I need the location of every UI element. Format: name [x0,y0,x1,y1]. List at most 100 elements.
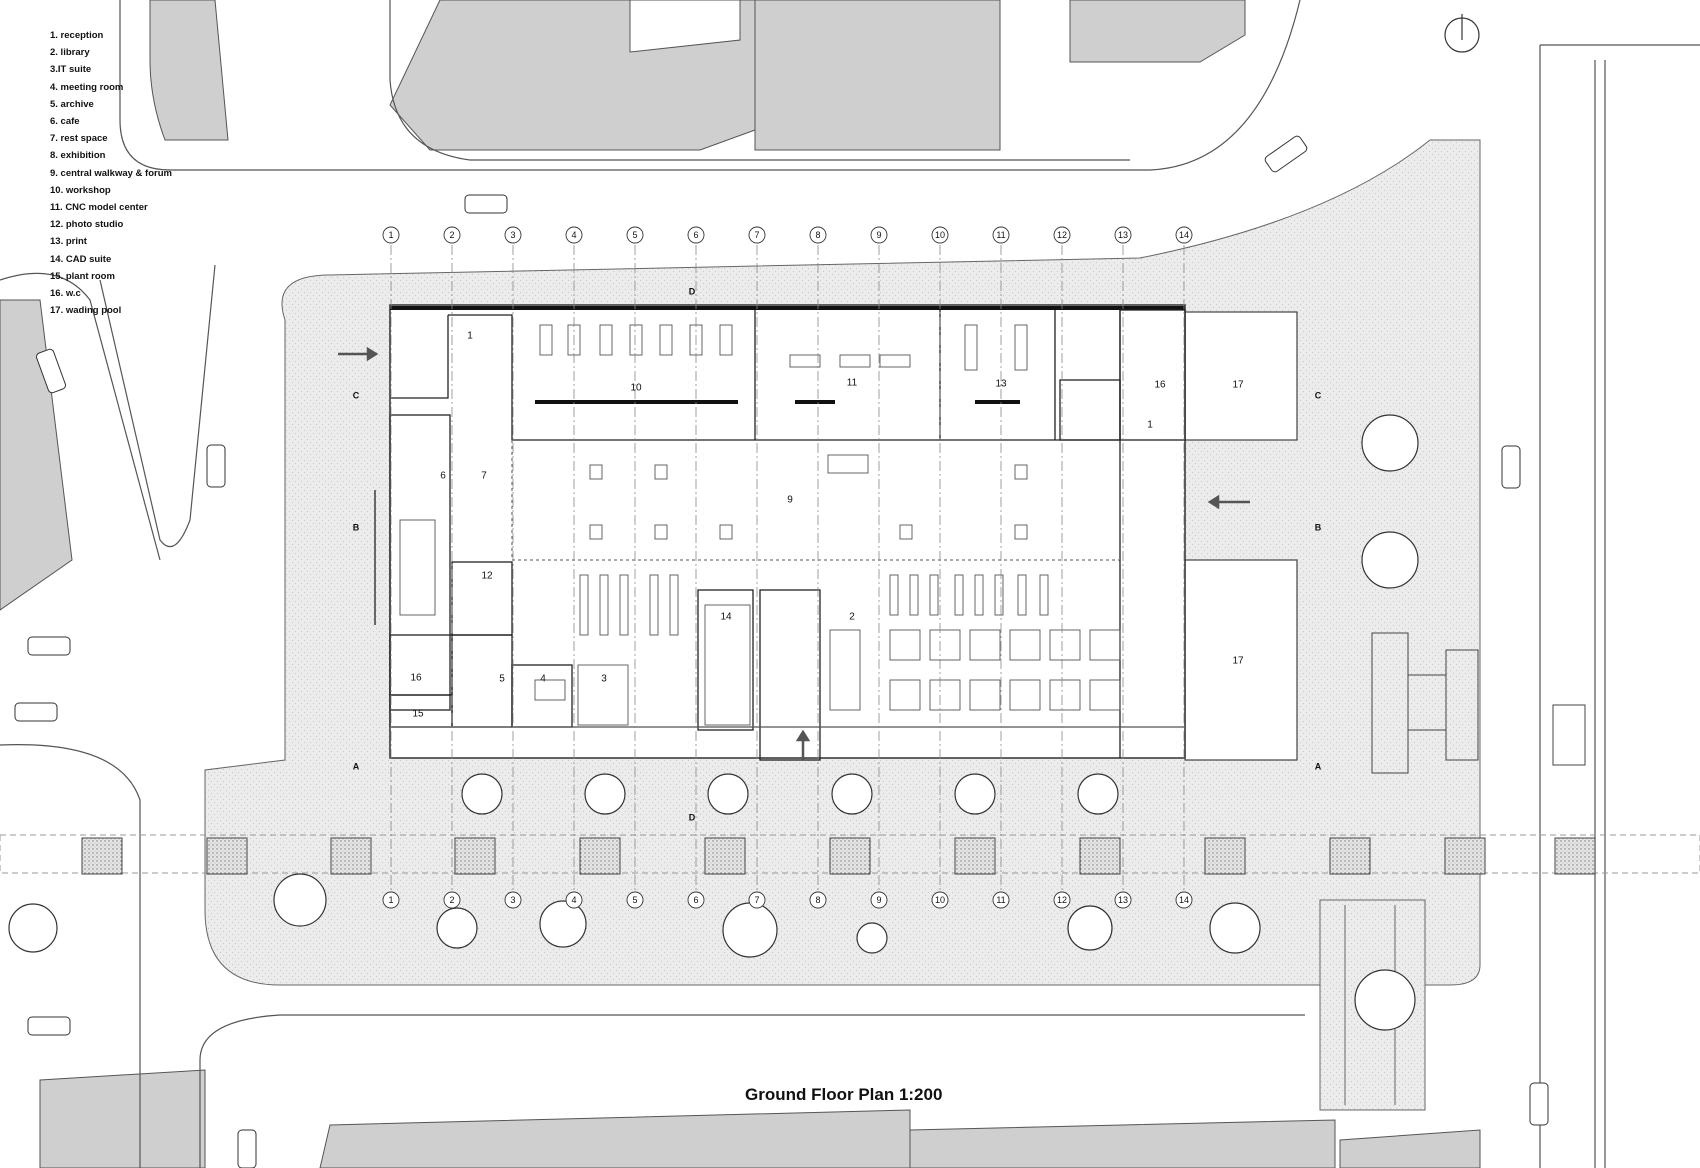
section-mark-b-east: B [1315,522,1322,532]
room-label-photo-studio: 12 [481,571,493,582]
grid-label: 11 [996,230,1005,240]
grid-bubble [931,891,949,909]
grid-label: 14 [1179,230,1189,240]
grid-label: 12 [1057,230,1067,240]
legend-item: 16. w.c [50,288,81,300]
grid-label: 3 [510,230,515,240]
grid-bubble [687,891,705,909]
room-label-archive: 5 [499,674,505,685]
legend-item: 12. photo studio [50,219,124,231]
grid-bubble [992,891,1010,909]
grid-label: 11 [996,895,1005,905]
grid-label: 14 [1179,895,1189,905]
room-label-workshop: 10 [630,383,642,394]
wading-pools [1184,311,1298,761]
grid-bubble [992,226,1010,244]
neighbouring-buildings [0,0,1481,1168]
section-mark-a-east: A [1315,761,1322,771]
room-label-print: 13 [995,379,1007,390]
legend-item: 15. plant room [50,270,115,282]
grid-bubble [748,226,766,244]
grid-bubble [748,891,766,909]
room-label-plant-room: 15 [412,709,424,720]
grid-label: 10 [935,230,945,240]
planter-boxes [81,837,1596,875]
grid-label: 2 [449,230,454,240]
car-icons [14,135,1549,1168]
grid-label: 12 [1057,895,1067,905]
room-label-cnc-center: 11 [847,378,858,389]
grid-label: 13 [1118,230,1128,240]
room-label-wc-east: 16 [1154,380,1166,391]
grid-bubble [1114,891,1132,909]
legend-item: 2. library [50,47,90,59]
grid-bubble [687,226,705,244]
legend-item: 5. archive [50,98,94,110]
grid-bubble [809,226,827,244]
legend-item: 6. cafe [50,116,80,128]
grid-bubble [1053,226,1071,244]
section-mark-a-west: A [353,761,360,771]
grid-bubble [443,891,461,909]
legend-item: 14. CAD suite [50,253,112,265]
grid-label: 4 [571,895,576,905]
grid-bubble [504,891,522,909]
grid-label: 7 [754,895,759,905]
room-legend: 1. reception 2. library 3.IT suite 4. meeti… [50,27,172,319]
grid-label: 1 [388,230,393,240]
building-footprint [389,304,1186,759]
legend-item: 7. rest space [50,133,108,145]
legend-item: 11. CNC model center [50,202,148,214]
furniture [399,324,1121,726]
section-mark-d-north: D [689,286,696,296]
legend-item: 1. reception [50,30,104,41]
entrance-arrows [338,346,1250,760]
room-label-pool-south: 17 [1232,656,1244,667]
legend-item: 9. central walkway & forum [50,167,172,179]
grid-bubble [1114,226,1132,244]
section-marks: C C B B A A D D [353,286,1322,822]
grid-label: 6 [693,230,698,240]
grid-label: 10 [935,895,945,905]
grid-label: 5 [632,230,637,240]
room-label-rest-space: 7 [481,471,487,482]
east-steps [1371,632,1586,774]
grid-label: 13 [1118,895,1128,905]
room-label-reception-west: 1 [467,331,473,342]
grid-bubble [504,226,522,244]
grid-label: 1 [388,895,393,905]
section-mark-c-west: C [353,390,360,400]
room-label-wc-west: 16 [410,673,422,684]
grid-bubble [443,226,461,244]
section-mark-b-west: B [353,522,360,532]
grid-bubble [870,891,888,909]
legend-item: 8. exhibition [50,150,106,162]
room-label-cad-suite: 14 [720,612,732,623]
legend-item: 3.IT suite [50,64,92,76]
interior-walls [374,309,1186,761]
grid-label: 3 [510,895,515,905]
room-label-central-walkway: 9 [787,495,793,506]
grid-bubble [382,226,400,244]
section-mark-c-east: C [1315,390,1322,400]
legend-item: 13. print [50,236,87,248]
grid-bubble [1175,226,1193,244]
room-label-it-suite: 3 [601,674,607,685]
grid-bubble [565,891,583,909]
legend-item: 4. meeting room [50,81,124,93]
grid-label: 9 [876,230,881,240]
tree-icons [8,414,1419,1031]
grid-bubble [931,226,949,244]
grid-label: 5 [632,895,637,905]
grid-label: 6 [693,895,698,905]
room-label-cafe: 6 [440,471,446,482]
room-label-reception-east: 1 [1147,420,1153,431]
legend-item: 17. wading pool [50,305,122,317]
room-label-pool-north: 17 [1232,380,1244,391]
grid-label: 8 [815,230,820,240]
grid-label: 7 [754,230,759,240]
